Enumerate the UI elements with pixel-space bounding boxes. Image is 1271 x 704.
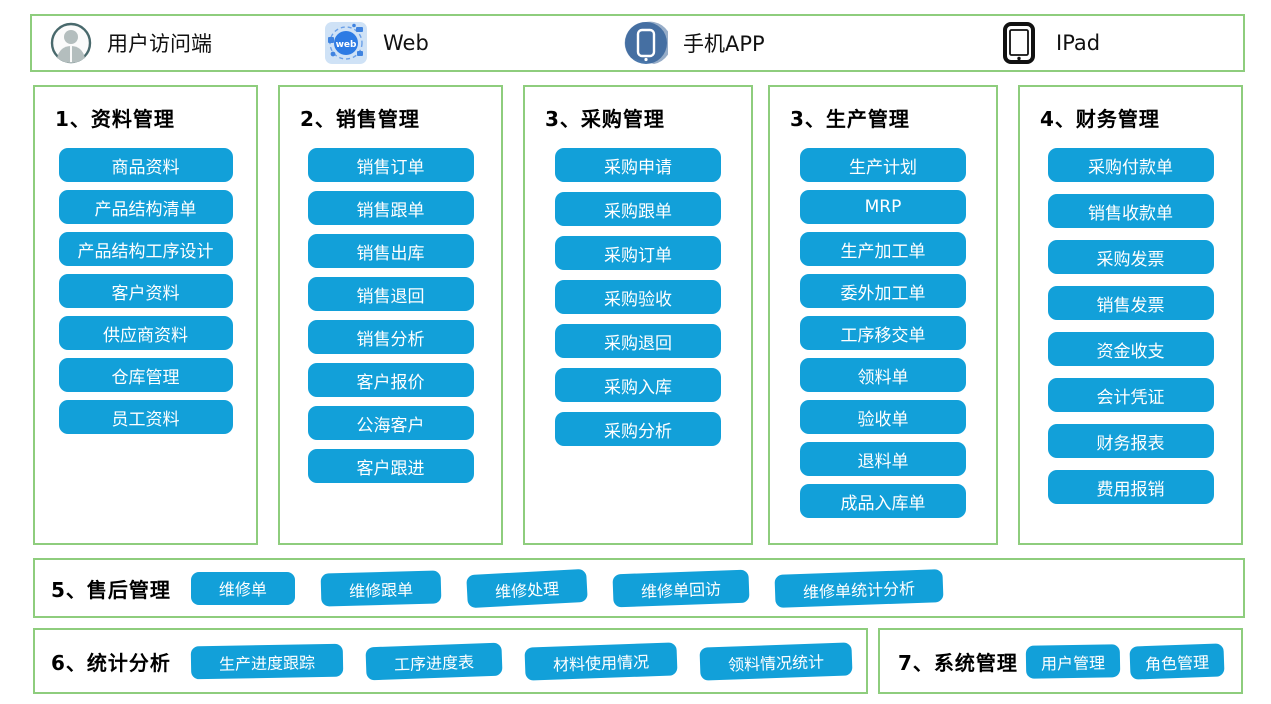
module-button[interactable]: 领料情况统计	[699, 641, 853, 681]
module-button[interactable]: 采购付款单	[1047, 148, 1214, 182]
module-button[interactable]: 销售订单	[307, 148, 474, 182]
section-title: 4、财务管理	[1040, 107, 1160, 131]
module-button[interactable]: 退料单	[800, 442, 966, 476]
section-title: 6、统计分析	[51, 650, 171, 675]
module-button[interactable]: 仓库管理	[58, 358, 233, 392]
ipad-label: IPad	[1056, 31, 1101, 55]
user-icon	[50, 22, 92, 64]
module-button[interactable]: 工序进度表	[365, 642, 503, 680]
module-button[interactable]: 采购申请	[555, 148, 721, 182]
module-button[interactable]: 维修处理	[466, 568, 588, 608]
module-button[interactable]: 客户报价	[307, 363, 474, 397]
module-button[interactable]: 销售发票	[1047, 286, 1214, 320]
module-button[interactable]: 客户跟进	[307, 449, 474, 483]
section-finance-management: 4、财务管理 采购付款单 销售收款单 采购发票 销售发票 资金收支 会计凭证 财…	[1018, 85, 1243, 545]
section-title: 3、生产管理	[790, 107, 910, 131]
mobile-app-label: 手机APP	[683, 32, 765, 56]
section-title: 5、售后管理	[51, 577, 171, 602]
module-button[interactable]: 商品资料	[58, 148, 233, 182]
module-button[interactable]: 产品结构工序设计	[58, 232, 233, 266]
module-button[interactable]: 角色管理	[1129, 642, 1225, 680]
module-button[interactable]: 生产加工单	[800, 232, 966, 266]
module-button[interactable]: 销售跟单	[307, 191, 474, 225]
mobile-app-terminal: 手机APP	[624, 16, 765, 70]
web-terminal-label: Web	[383, 31, 429, 55]
user-access-label: 用户访问端	[107, 32, 212, 56]
section-purchase-management: 3、采购管理 采购申请 采购跟单 采购订单 采购验收 采购退回 采购入库 采购分…	[523, 85, 753, 545]
module-button[interactable]: 客户资料	[58, 274, 233, 308]
module-button[interactable]: 资金收支	[1047, 332, 1214, 366]
phone-icon	[624, 21, 668, 65]
ipad-icon	[997, 21, 1041, 65]
module-button[interactable]: 采购发票	[1047, 240, 1214, 274]
module-button[interactable]: 用户管理	[1025, 643, 1121, 679]
module-button[interactable]: 采购入库	[555, 368, 721, 402]
module-button[interactable]: 成品入库单	[800, 484, 966, 518]
module-button[interactable]: 销售出库	[307, 234, 474, 268]
module-button[interactable]: MRP	[800, 190, 966, 224]
module-button[interactable]: 生产计划	[800, 148, 966, 182]
module-button[interactable]: 采购跟单	[555, 192, 721, 226]
module-button[interactable]: 员工资料	[58, 400, 233, 434]
section-title: 7、系统管理	[898, 650, 1018, 675]
module-button[interactable]: 维修单	[190, 571, 295, 605]
module-button[interactable]: 维修跟单	[320, 569, 442, 607]
ipad-terminal: IPad	[997, 16, 1100, 70]
module-button[interactable]: 销售退回	[307, 277, 474, 311]
user-access-bar: 用户访问端 web Web	[30, 14, 1245, 72]
section-system-management: 7、系统管理 用户管理 角色管理	[878, 628, 1243, 694]
module-button[interactable]: 供应商资料	[58, 316, 233, 350]
web-icon-text: web	[336, 40, 357, 50]
module-button[interactable]: 验收单	[800, 400, 966, 434]
module-button[interactable]: 维修单回访	[612, 569, 750, 607]
module-button[interactable]: 财务报表	[1047, 424, 1214, 458]
section-title: 3、采购管理	[545, 107, 665, 131]
module-button[interactable]: 采购分析	[555, 412, 721, 446]
module-button[interactable]: 维修单统计分析	[774, 568, 944, 608]
module-button[interactable]: 销售分析	[307, 320, 474, 354]
module-button[interactable]: 产品结构清单	[58, 190, 233, 224]
section-title: 2、销售管理	[300, 107, 420, 131]
module-button[interactable]: 费用报销	[1047, 470, 1214, 504]
module-button[interactable]: 材料使用情况	[524, 641, 678, 681]
web-terminal: web Web	[324, 16, 429, 70]
module-button[interactable]: 采购验收	[555, 280, 721, 314]
section-data-management: 1、资料管理 商品资料 产品结构清单 产品结构工序设计 客户资料 供应商资料 仓…	[33, 85, 258, 545]
module-button[interactable]: 公海客户	[307, 406, 474, 440]
module-button[interactable]: 生产进度跟踪	[190, 643, 344, 679]
module-button[interactable]: 采购订单	[555, 236, 721, 270]
user-access-terminal: 用户访问端	[50, 16, 212, 70]
section-after-sales-management: 5、售后管理 维修单 维修跟单 维修处理 维修单回访 维修单统计分析	[33, 558, 1245, 618]
section-production-management: 3、生产管理 生产计划 MRP 生产加工单 委外加工单 工序移交单 领料单 验收…	[768, 85, 998, 545]
section-title: 1、资料管理	[55, 107, 175, 131]
module-button[interactable]: 会计凭证	[1047, 378, 1214, 412]
module-button[interactable]: 采购退回	[555, 324, 721, 358]
section-sales-management: 2、销售管理 销售订单 销售跟单 销售出库 销售退回 销售分析 客户报价 公海客…	[278, 85, 503, 545]
module-button[interactable]: 工序移交单	[800, 316, 966, 350]
module-button[interactable]: 委外加工单	[800, 274, 966, 308]
web-icon: web	[324, 21, 368, 65]
module-button[interactable]: 领料单	[800, 358, 966, 392]
module-button[interactable]: 销售收款单	[1047, 194, 1214, 228]
section-statistics-analysis: 6、统计分析 生产进度跟踪 工序进度表 材料使用情况 领料情况统计	[33, 628, 868, 694]
